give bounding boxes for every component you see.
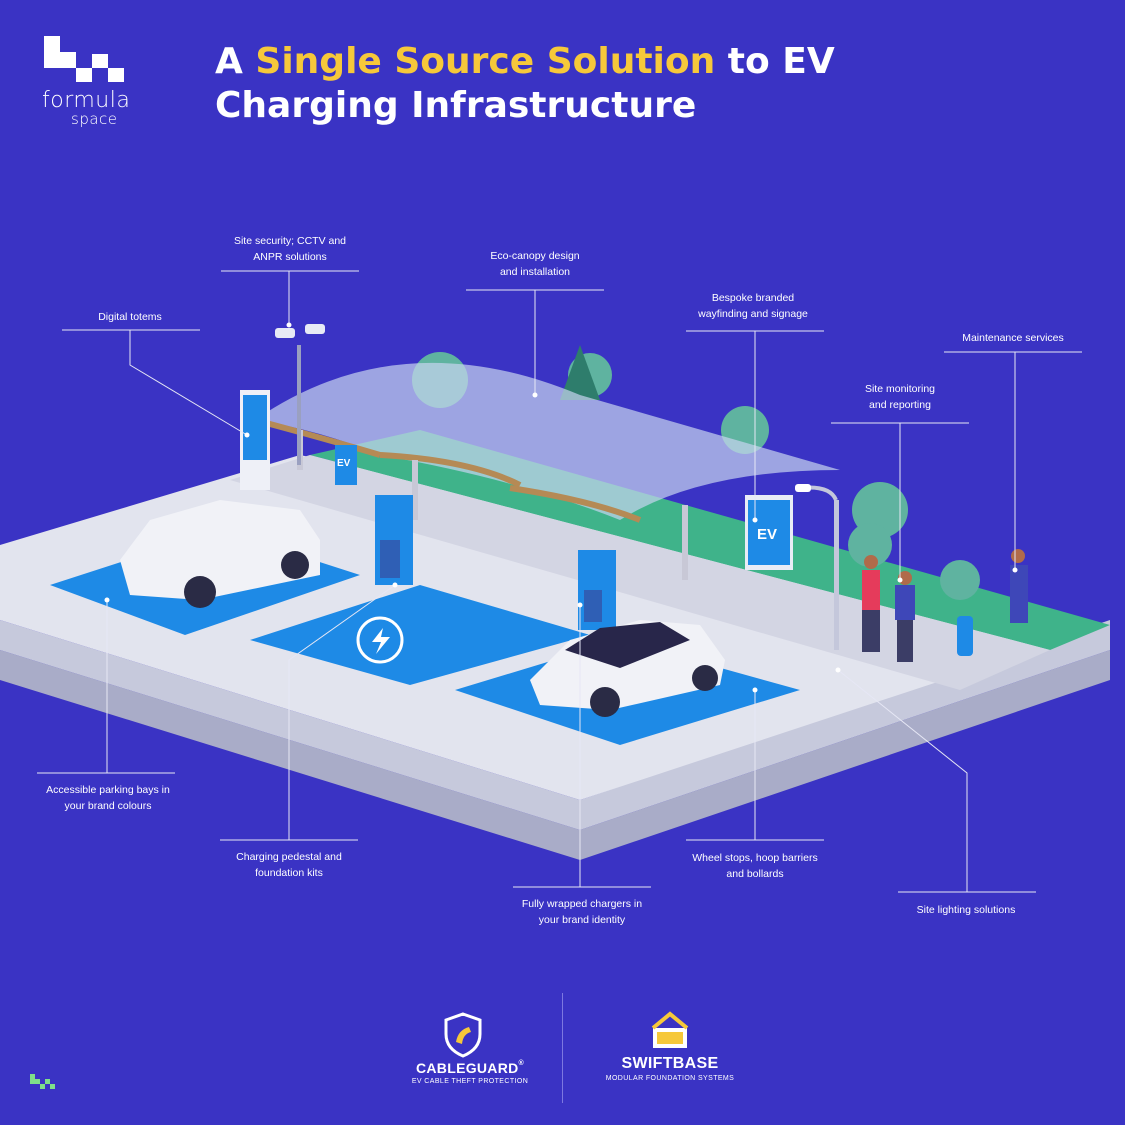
formula-space-logo — [44, 36, 124, 82]
cctv-pole — [275, 324, 325, 465]
sign-ev-text: EV — [757, 526, 778, 543]
swiftbase-brand: SWIFTBASE MODULAR FOUNDATION SYSTEMS — [590, 1055, 750, 1082]
digital-totem — [240, 390, 270, 490]
title-part2: to EV — [715, 41, 835, 82]
sign-ev-text-small: EV — [337, 458, 351, 469]
callout-wheel-stops: Wheel stops, hoop barriers and bollards — [692, 852, 818, 880]
callout-site-monitoring: Site monitoring and reporting — [864, 383, 936, 411]
title-part1: A — [215, 41, 256, 82]
title-line2: Charging Infrastructure — [215, 85, 697, 126]
leader-dots — [104, 322, 1018, 693]
callout-digital-totems: Digital totems — [98, 311, 162, 323]
street-light — [795, 484, 839, 650]
cableguard-brand: CABLEGUARD® EV CABLE THEFT PROTECTION — [390, 1060, 550, 1085]
box-icon — [651, 1011, 689, 1048]
callout-charging-pedestal: Charging pedestal and foundation kits — [236, 851, 342, 879]
logo-word-formula: formula — [42, 88, 131, 113]
bin — [957, 616, 973, 656]
formula-space-mini-logo — [30, 1074, 55, 1089]
callout-site-security: Site security; CCTV and ANPR solutions — [233, 235, 347, 263]
callout-site-lighting: Site lighting solutions — [916, 904, 1016, 916]
title-highlight: Single Source Solution — [255, 41, 716, 82]
footer-divider — [562, 993, 563, 1103]
car-sedan — [530, 620, 725, 717]
callout-fully-wrapped: Fully wrapped chargers in your brand ide… — [521, 898, 643, 926]
shield-icon — [444, 1012, 482, 1058]
callout-eco-canopy: Eco-canopy design and installation — [490, 250, 580, 278]
callout-maintenance: Maintenance services — [962, 332, 1064, 344]
swiftbase-name: SWIFTBASE — [621, 1055, 719, 1072]
swiftbase-subtitle: MODULAR FOUNDATION SYSTEMS — [605, 1075, 735, 1082]
logo-word-space: space — [71, 110, 118, 128]
callout-accessible-bays: Accessible parking bays in your brand co… — [46, 784, 170, 812]
callout-bespoke-branded: Bespoke branded wayfinding and signage — [698, 292, 808, 320]
car-suv — [120, 500, 320, 608]
page-title: A Single Source Solution to EV Charging … — [215, 40, 1035, 128]
cableguard-mark: ® — [518, 1060, 525, 1067]
chargers — [375, 495, 616, 630]
cableguard-subtitle: EV CABLE THEFT PROTECTION — [411, 1078, 529, 1085]
leader-lines — [37, 270, 1082, 893]
cableguard-name: CABLEGUARD — [415, 1060, 519, 1076]
ev-bay-symbol — [356, 616, 404, 664]
